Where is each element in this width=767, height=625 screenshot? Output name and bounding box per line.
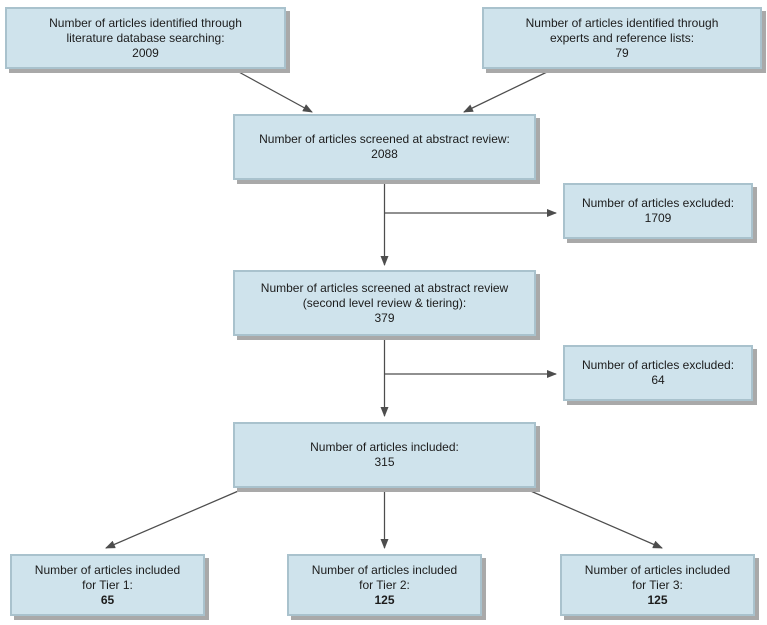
box-abstract-review: Number of articles screened at abstract … (233, 114, 536, 180)
box-database-search: Number of articles identified through li… (5, 7, 286, 69)
box-experts-reference: Number of articles identified through ex… (482, 7, 762, 69)
box-value: 65 (100, 592, 115, 607)
box-text: Number of articles excluded: (581, 358, 735, 372)
box-excluded-second: Number of articles excluded: 64 (563, 345, 753, 401)
box-value: 125 (374, 592, 395, 607)
box-included: Number of articles included: 315 (233, 422, 536, 488)
box-excluded-first: Number of articles excluded: 1709 (563, 183, 753, 239)
arrow-included-to-tier3 (525, 488, 663, 549)
box-value: 315 (374, 455, 395, 469)
box-text: Number of articles included for Tier 3: (584, 562, 731, 592)
box-tier-3: Number of articles included for Tier 3: … (560, 554, 755, 616)
box-text: Number of articles included for Tier 2: (311, 562, 458, 592)
box-text: Number of articles excluded: (581, 196, 735, 210)
box-text: Number of articles included for Tier 1: (34, 562, 181, 592)
box-value: 2009 (132, 45, 159, 60)
arrow-dbsearch-to-abstract (236, 70, 313, 113)
box-value: 79 (615, 45, 629, 60)
box-tier-1: Number of articles included for Tier 1: … (10, 554, 205, 616)
box-text: Number of articles identified through li… (49, 15, 242, 45)
box-text: Number of articles screened at abstract … (260, 280, 509, 310)
box-value: 379 (374, 310, 395, 325)
box-text: Number of articles screened at abstract … (259, 132, 510, 146)
box-tier-2: Number of articles included for Tier 2: … (287, 554, 482, 616)
box-second-level-review: Number of articles screened at abstract … (233, 270, 536, 336)
box-value: 64 (651, 373, 665, 387)
box-value: 2088 (371, 147, 398, 161)
arrow-included-to-tier1 (105, 488, 244, 549)
box-value: 1709 (644, 211, 672, 225)
box-text: Number of articles included: (310, 440, 459, 454)
arrow-experts-to-abstract (463, 71, 548, 113)
box-value: 125 (647, 592, 668, 607)
box-text: Number of articles identified through ex… (525, 15, 719, 45)
